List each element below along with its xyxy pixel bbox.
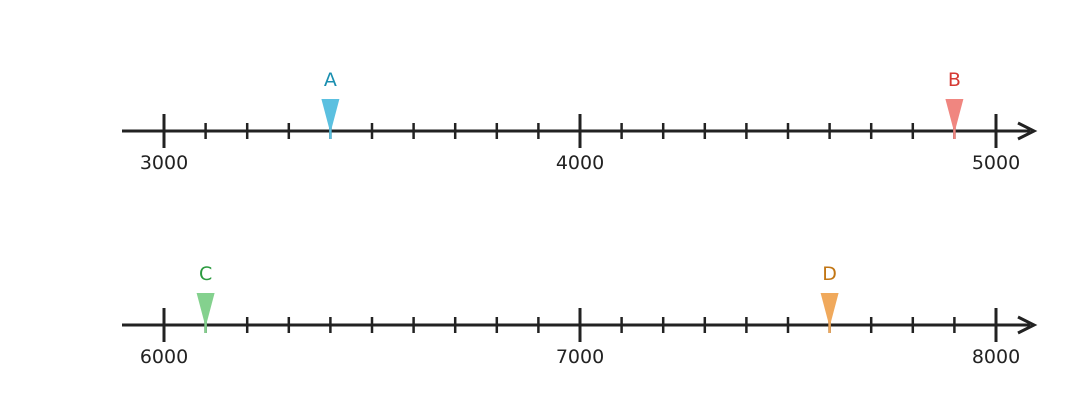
marker-a: A	[321, 69, 340, 139]
marker-triangle-icon	[945, 99, 964, 133]
number-line: 3000 4000 5000 A B	[122, 69, 1038, 174]
marker-triangle-icon	[820, 293, 839, 327]
marker-label: B	[948, 69, 961, 91]
marker-c: C	[196, 263, 215, 333]
marker-label: D	[822, 263, 837, 285]
tick-label: 3000	[140, 152, 188, 174]
marker-triangle-icon	[196, 293, 215, 327]
marker-label: C	[199, 263, 212, 285]
tick-label: 8000	[972, 346, 1020, 368]
tick-label: 4000	[556, 152, 604, 174]
tick-label: 5000	[972, 152, 1020, 174]
number-line: 6000 7000 8000 C D	[122, 263, 1038, 368]
marker-triangle-icon	[321, 99, 340, 133]
tick-label: 6000	[140, 346, 188, 368]
marker-label: A	[324, 69, 337, 91]
axis-arrow-icon	[1017, 121, 1038, 141]
number-lines-layer: 3000 4000 5000 A B 6000 7000 8000 C D	[122, 69, 1038, 368]
axis-arrow-icon	[1017, 315, 1038, 335]
marker-d: D	[820, 263, 839, 333]
marker-b: B	[945, 69, 964, 139]
tick-label: 7000	[556, 346, 604, 368]
